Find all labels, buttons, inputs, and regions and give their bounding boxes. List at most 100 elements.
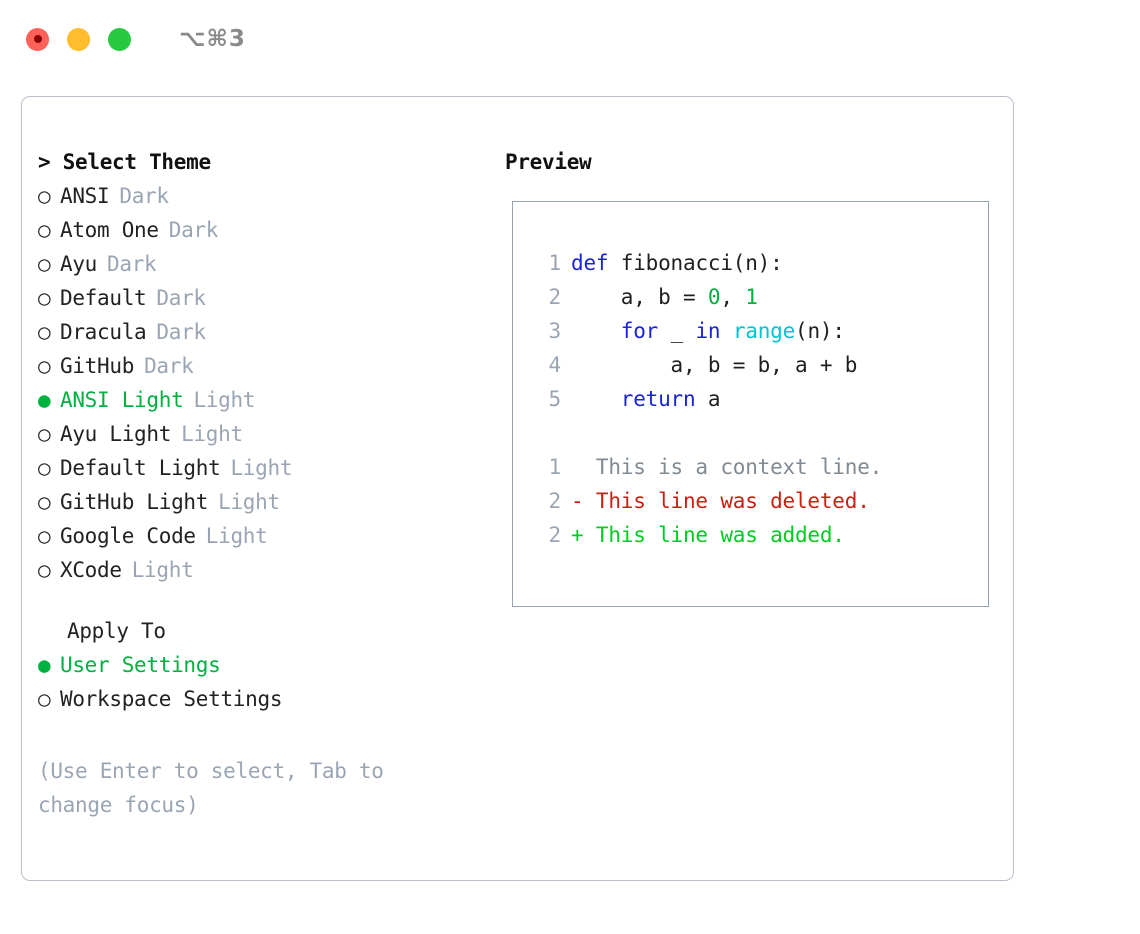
diff-line-content: + This line was added. <box>571 523 845 547</box>
apply-to-option-user-settings[interactable]: ●User Settings <box>38 648 502 682</box>
minimize-button[interactable] <box>67 27 90 51</box>
diff-line-number: 2 <box>548 489 562 513</box>
code-line: 2 a, b = 0, 1 <box>531 280 988 314</box>
code-token-plain: , <box>720 285 746 309</box>
code-line-number: 3 <box>548 319 562 343</box>
theme-option-label: GitHub <box>60 354 135 378</box>
theme-option-label: XCode <box>60 558 122 582</box>
code-line: 3 for _ in range(n): <box>531 314 988 348</box>
theme-option-kind: Light <box>193 388 256 412</box>
diff-line-content: - This line was deleted. <box>571 489 870 513</box>
theme-option-label: Ayu Light <box>60 422 172 446</box>
theme-option-kind: Light <box>131 558 194 582</box>
diff-line-ctx: 1 This is a context line. <box>531 450 988 484</box>
radio-unselected-icon: ○ <box>38 456 51 480</box>
radio-unselected-icon: ○ <box>38 252 51 276</box>
code-token-kw: def <box>571 251 609 275</box>
preview-header: Preview <box>505 150 592 174</box>
select-theme-header: > Select Theme <box>38 150 211 174</box>
apply-to-option-label: User Settings <box>60 653 221 677</box>
keyboard-shortcut-label: ⌥⌘3 <box>179 26 246 52</box>
theme-option-github[interactable]: ○ GitHub Dark <box>38 349 502 383</box>
code-token-plain: _ <box>658 319 696 343</box>
code-token-kw: return <box>620 387 696 411</box>
theme-option-label: GitHub Light <box>60 490 209 514</box>
theme-option-kind: Dark <box>144 354 194 378</box>
theme-option-kind: Dark <box>107 252 157 276</box>
code-line-content: for _ in range(n): <box>571 314 845 348</box>
code-line-number: 1 <box>548 251 562 275</box>
radio-unselected-icon: ○ <box>38 354 51 378</box>
diff-line-number: 1 <box>548 455 562 479</box>
code-line-content: a, b = 0, 1 <box>571 280 758 314</box>
code-line-content: a, b = b, a + b <box>571 348 858 382</box>
code-diff-spacer <box>531 416 988 450</box>
theme-option-kind: Dark <box>119 184 169 208</box>
code-token-plain: fibonacci(n): <box>608 251 783 275</box>
radio-unselected-icon: ○ <box>38 422 51 446</box>
code-line: 1 def fibonacci(n): <box>531 246 988 280</box>
code-token-plain: a, b = b, a + b <box>571 353 858 377</box>
theme-option-default-light[interactable]: ○ Default Light Light <box>38 451 502 485</box>
theme-option-label: Ayu <box>60 252 98 276</box>
code-token-plain <box>571 387 621 411</box>
apply-to-option-label: Workspace Settings <box>60 687 283 711</box>
theme-option-ayu-light[interactable]: ○ Ayu Light Light <box>38 417 502 451</box>
apply-to-option-workspace-settings[interactable]: ○ Workspace Settings <box>38 682 502 716</box>
apply-to-option-list: ●User Settings ○ Workspace Settings <box>38 648 502 716</box>
theme-option-label: Default <box>60 286 147 310</box>
code-token-kw: for <box>620 319 659 343</box>
radio-unselected-icon: ○ <box>38 687 51 711</box>
theme-option-ayu[interactable]: ○ Ayu Dark <box>38 247 502 281</box>
code-token-plain: a <box>695 387 721 411</box>
radio-unselected-icon: ○ <box>38 320 51 344</box>
theme-option-kind: Light <box>230 456 293 480</box>
code-line-content: return a <box>571 382 721 416</box>
apply-to-header: Apply To <box>67 619 166 643</box>
keyboard-hint-text: (Use Enter to select, Tab to change focu… <box>38 759 384 817</box>
maximize-button[interactable] <box>108 27 131 51</box>
theme-option-kind: Light <box>205 524 268 548</box>
code-line-number: 2 <box>548 285 562 309</box>
code-token-plain <box>720 319 732 343</box>
record-indicator-icon <box>33 35 42 43</box>
theme-option-label: Dracula <box>60 320 147 344</box>
code-token-kw: in <box>695 319 721 343</box>
code-token-num: 0 <box>707 285 721 309</box>
code-line: 4 a, b = b, a + b <box>531 348 988 382</box>
theme-option-kind: Light <box>218 490 280 514</box>
theme-option-label: Google Code <box>60 524 196 548</box>
code-token-plain: (n): <box>795 319 845 343</box>
theme-option-kind: Dark <box>156 286 206 310</box>
theme-option-kind: Dark <box>168 218 219 242</box>
radio-unselected-icon: ○ <box>38 490 51 514</box>
code-token-plain <box>571 319 621 343</box>
theme-option-google-code[interactable]: ○ Google Code Light <box>38 519 502 553</box>
radio-unselected-icon: ○ <box>38 524 51 548</box>
diff-line-del: 2 - This line was deleted. <box>531 484 988 518</box>
code-token-plain: a, b = <box>571 285 708 309</box>
code-line-content: def fibonacci(n): <box>571 246 783 280</box>
radio-unselected-icon: ○ <box>38 184 51 208</box>
diff-line-number: 2 <box>548 523 562 547</box>
radio-unselected-icon: ○ <box>38 218 51 242</box>
diff-line-content: This is a context line. <box>571 455 883 479</box>
theme-option-github-light[interactable]: ○ GitHub Light Light <box>38 485 502 519</box>
theme-option-kind: Light <box>181 422 243 446</box>
window-controls <box>26 27 131 51</box>
theme-option-label: Default Light <box>60 456 221 480</box>
close-button[interactable] <box>26 27 49 51</box>
